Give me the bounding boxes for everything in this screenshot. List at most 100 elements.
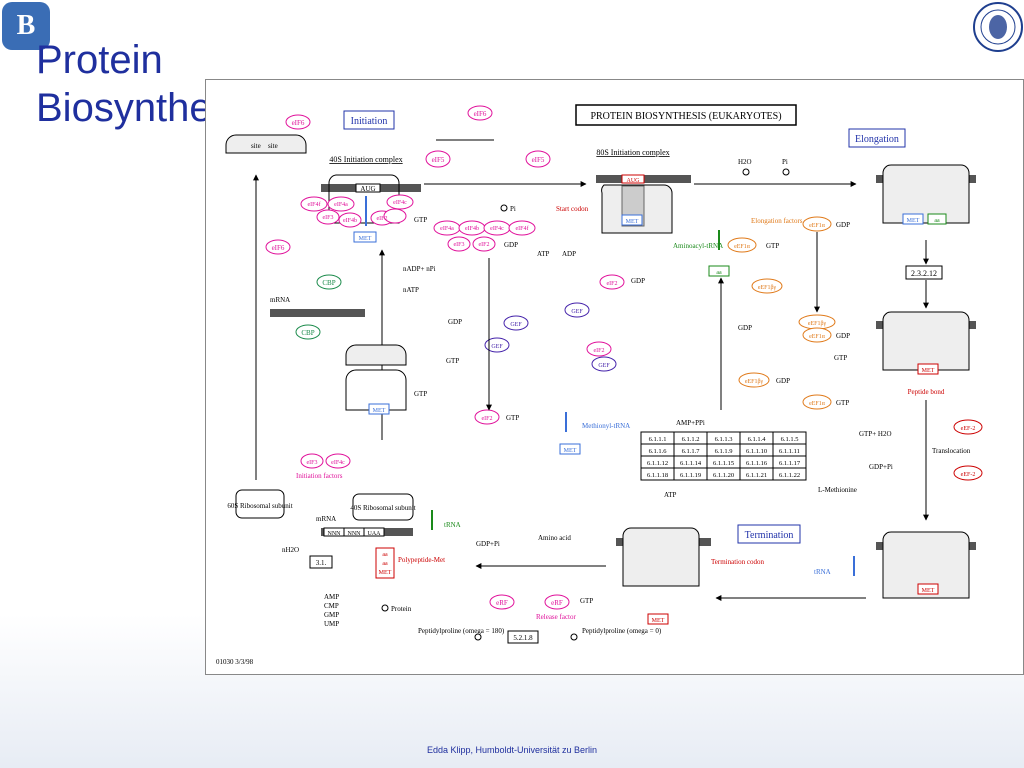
eif4a-released: eIF4a bbox=[440, 226, 454, 232]
enzyme-ec-number: 6.1.1.10 bbox=[746, 448, 767, 455]
trna-i-met-label: tRNA bbox=[814, 568, 831, 576]
eef1bg-b: eEF1βγ bbox=[808, 321, 827, 327]
nh2o-label: nH2O bbox=[282, 546, 299, 554]
enzyme-ec-number: 6.1.1.17 bbox=[779, 460, 801, 467]
enzyme-ec-number: 6.1.1.3 bbox=[715, 436, 733, 443]
svg-text:ATP: ATP bbox=[664, 491, 677, 499]
met-label-f: MET bbox=[652, 618, 665, 624]
enzyme-ec-number: 6.1.1.20 bbox=[713, 472, 734, 479]
enzyme-ec-number: 6.1.1.16 bbox=[746, 460, 768, 467]
svg-text:MET: MET bbox=[373, 408, 386, 414]
svg-text:GDP: GDP bbox=[836, 332, 850, 340]
enzyme-ec-number: 6.1.1.9 bbox=[715, 448, 733, 455]
gef-d: GEF bbox=[598, 363, 610, 369]
factor-eif6-a: eIF6 bbox=[292, 119, 305, 127]
aa-label-a: aa bbox=[934, 218, 940, 224]
eif4c-released: eIF4c bbox=[490, 226, 504, 232]
nadp-npi-label: nADP+ nPi bbox=[403, 265, 436, 273]
svg-text:GTP: GTP bbox=[506, 414, 519, 422]
met-label-d: MET bbox=[922, 368, 935, 374]
eif3-label: eIF3 bbox=[323, 215, 334, 221]
enzyme-ec-number: 6.1.1.2 bbox=[682, 436, 700, 443]
svg-text:eIF2: eIF2 bbox=[607, 281, 618, 287]
map-id-label: 01030 3/3/98 bbox=[216, 658, 254, 666]
gdp-pi-label-b: GDP+Pi bbox=[476, 540, 500, 548]
l-methionine-label: L-Methionine bbox=[818, 486, 857, 494]
eif3-released: eIF3 bbox=[454, 242, 465, 248]
codon-uaa-b: UAA bbox=[368, 531, 382, 537]
cbp-a: CBP bbox=[322, 279, 335, 287]
section-termination: Termination bbox=[745, 530, 794, 541]
eef1a-c: eEF1α bbox=[809, 334, 826, 340]
label-40s-initiation: 40S Initiation complex bbox=[329, 155, 402, 164]
gef-c: GEF bbox=[491, 344, 503, 350]
amp-ppi-label: AMP+PPi bbox=[676, 419, 705, 427]
enzyme-ec-number: 6.1.1.22 bbox=[779, 472, 800, 479]
svg-text:GDP: GDP bbox=[776, 377, 790, 385]
protein-label: Protein bbox=[391, 605, 412, 613]
enzyme-ec-number: 6.1.1.21 bbox=[746, 472, 767, 479]
mrna-label-a: mRNA bbox=[270, 296, 290, 304]
footer-credit: Edda Klipp, Humboldt-Universität zu Berl… bbox=[426, 745, 598, 755]
ec-3-1: 3.1. bbox=[316, 559, 327, 567]
atp-label-a: ATP bbox=[537, 250, 550, 258]
section-initiation: Initiation bbox=[351, 116, 388, 127]
svg-text:GDP: GDP bbox=[631, 277, 645, 285]
met-label-b: MET bbox=[626, 219, 639, 225]
h2o-label-a: H2O bbox=[738, 158, 752, 166]
svg-text:GTP: GTP bbox=[834, 354, 847, 362]
svg-text:aa: aa bbox=[382, 561, 388, 567]
cbp-b: CBP bbox=[301, 329, 314, 337]
codon-aug-a: AUG bbox=[360, 185, 375, 193]
erf-b: eRF bbox=[551, 599, 563, 607]
initiation-factors-label: Initiation factors bbox=[296, 472, 343, 480]
enzyme-ec-number: 6.1.1.18 bbox=[647, 472, 668, 479]
enzyme-ec-number: 6.1.1.7 bbox=[682, 448, 701, 455]
eef2-a: eEF-2 bbox=[961, 426, 976, 432]
eif2-label: eIF2 bbox=[377, 216, 388, 222]
eif5-a: eIF5 bbox=[432, 156, 445, 164]
eif5-b: eIF5 bbox=[532, 156, 545, 164]
start-codon-label: Start codon bbox=[556, 205, 589, 213]
svg-text:aa: aa bbox=[382, 552, 388, 558]
gef-b: GEF bbox=[510, 322, 522, 328]
eef1bg-a: eEF1βγ bbox=[758, 285, 777, 291]
svg-text:GDP: GDP bbox=[738, 324, 752, 332]
enzyme-ec-number: 6.1.1.12 bbox=[647, 460, 668, 467]
met-label-e: MET bbox=[922, 588, 935, 594]
gtp-label-a: GTP bbox=[414, 216, 427, 224]
met-label-g: MET bbox=[379, 570, 392, 576]
erf-a: eRF bbox=[496, 599, 508, 607]
polypeptide-met-label: Polypeptide-Met bbox=[398, 556, 445, 564]
translocation-label: Translocation bbox=[932, 447, 971, 455]
enzyme-ec-number: 6.1.1.4 bbox=[748, 436, 767, 443]
factor-eif6-b: eIF6 bbox=[474, 110, 487, 118]
natp-label: nATP bbox=[403, 286, 419, 294]
termination-codon-label: Termination codon bbox=[711, 558, 764, 566]
pi-label-b: Pi bbox=[782, 158, 788, 166]
codon-aug-b: AUG bbox=[627, 178, 641, 184]
svg-text:eIF4c: eIF4c bbox=[331, 460, 345, 466]
gtp-h2o-label: GTP+ H2O bbox=[859, 430, 892, 438]
university-logo: B bbox=[2, 2, 50, 50]
eif4c-label: eIF4c bbox=[393, 200, 407, 206]
trna-aa-label: tRNA bbox=[444, 521, 461, 529]
ec-5-2-1-8: 5.2.1.8 bbox=[513, 634, 533, 642]
enzyme-cell bbox=[772, 467, 807, 481]
eif4a-label: eIF4a bbox=[334, 202, 348, 208]
kegg-pathway-diagram: PROTEIN BIOSYNTHESIS (EUKARYOTES) Initia… bbox=[205, 79, 1024, 675]
enzyme-ec-number: 6.1.1.11 bbox=[779, 448, 800, 455]
eif2-released: eIF2 bbox=[479, 242, 490, 248]
svg-text:eIF2: eIF2 bbox=[482, 416, 493, 422]
nucleotide-item: AMP bbox=[324, 593, 339, 601]
eif4b-released: eIF4b bbox=[465, 226, 479, 232]
enzyme-ec-number: 6.1.1.15 bbox=[713, 460, 734, 467]
svg-text:eIF3: eIF3 bbox=[307, 460, 318, 466]
gef-a: GEF bbox=[571, 309, 583, 315]
map-title: PROTEIN BIOSYNTHESIS (EUKARYOTES) bbox=[590, 111, 781, 122]
subunit-60s-label: 60S Ribosomal subunit bbox=[227, 502, 292, 510]
humboldt-seal-icon bbox=[972, 0, 1024, 54]
enzyme-ec-number: 6.1.1.14 bbox=[680, 460, 702, 467]
